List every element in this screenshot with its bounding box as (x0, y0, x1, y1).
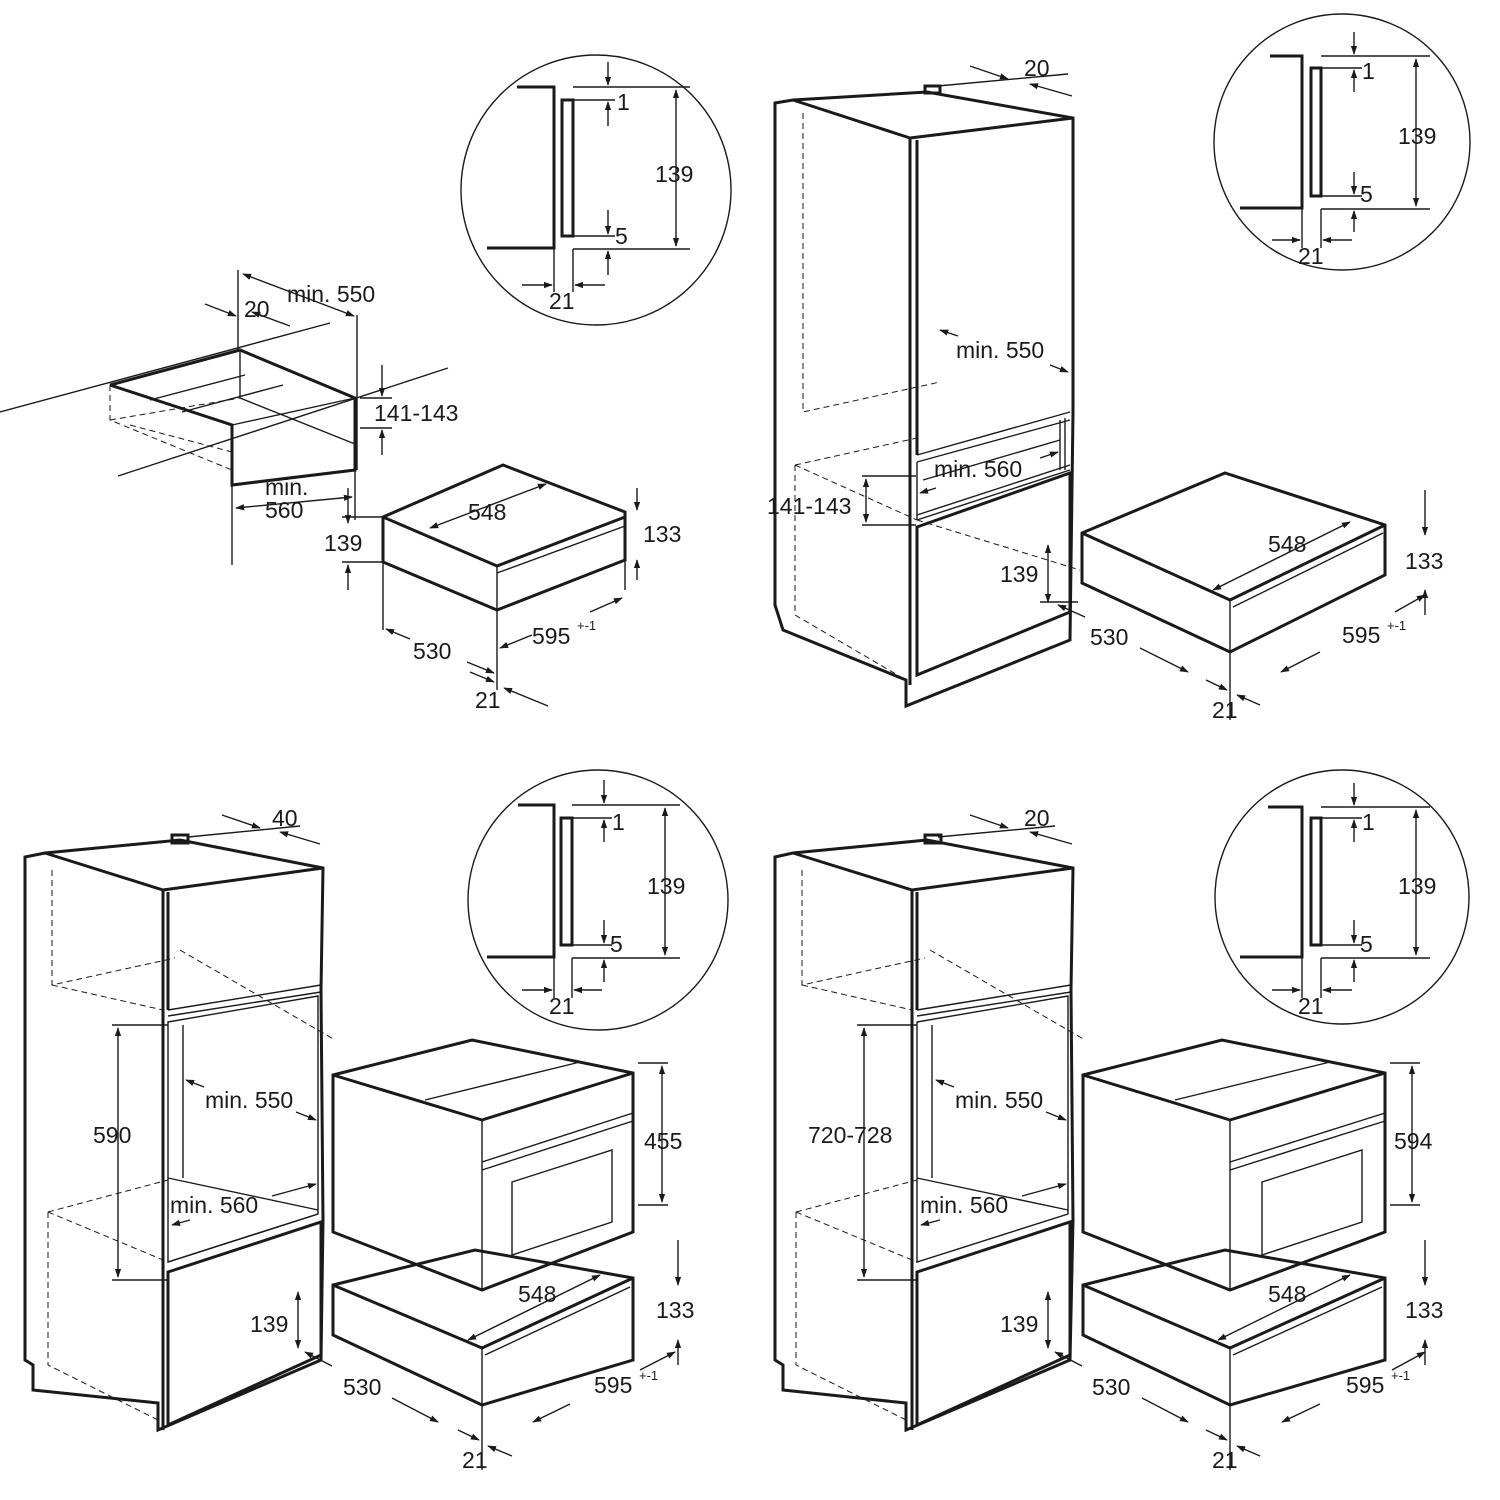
panel-tall-unit-drawer: 20 min. 550 min. 560 141-143 548 139 133… (767, 55, 1443, 723)
dim-139: 139 (1000, 561, 1038, 587)
detail-dim-21: 21 (1298, 993, 1324, 1019)
dim-21: 21 (1212, 697, 1238, 723)
dim-560: 560 (265, 497, 303, 523)
dim-720-728: 720-728 (808, 1122, 892, 1148)
dim-595: 595 (1346, 1372, 1384, 1398)
detail-dim-139: 139 (647, 873, 685, 899)
panel-oven-594: 20 720-728 min. 550 min. 560 594 548 139 (773, 805, 1443, 1473)
dim-133: 133 (1405, 1297, 1443, 1323)
dim-min-550: min. 550 (287, 281, 375, 307)
detail-dim-139: 139 (1398, 123, 1436, 149)
panel-worktop-niche: min. 550 20 141-143 min. 560 548 139 133 (0, 270, 681, 713)
detail-circle-1: 1 139 5 21 (460, 54, 732, 326)
dim-139: 139 (250, 1311, 288, 1337)
detail-dim-1: 1 (617, 89, 630, 115)
dim-530: 530 (1092, 1374, 1130, 1400)
dim-139: 139 (324, 530, 362, 556)
dim-20: 20 (244, 296, 270, 322)
detail-dim-5: 5 (1360, 931, 1373, 957)
detail-dim-1: 1 (1362, 58, 1375, 84)
detail-dim-21: 21 (1298, 243, 1324, 269)
dim-133: 133 (1405, 548, 1443, 574)
dim-20: 20 (1024, 805, 1050, 831)
dim-595-tolerance: +-1 (1387, 618, 1406, 633)
dim-min: min. (265, 474, 308, 500)
detail-circle-3: 1 139 5 21 (467, 769, 729, 1031)
dim-139: 139 (1000, 1311, 1038, 1337)
dim-595: 595 (1342, 622, 1380, 648)
detail-circle-4: 1 139 5 21 (1214, 769, 1470, 1025)
detail-dim-1: 1 (612, 809, 625, 835)
dim-455: 455 (644, 1128, 682, 1154)
detail-dim-21: 21 (549, 993, 575, 1019)
dim-21: 21 (475, 687, 501, 713)
dim-21: 21 (1212, 1447, 1238, 1473)
detail-dim-21: 21 (549, 288, 575, 314)
detail-dim-139: 139 (655, 161, 693, 187)
dim-min-550: min. 550 (205, 1087, 293, 1113)
dim-20: 20 (1024, 55, 1050, 81)
panel-compact-oven-455: 40 590 min. 550 min. 560 455 548 139 (23, 805, 694, 1473)
dim-595: 595 (532, 623, 570, 649)
dim-141-143: 141-143 (374, 400, 458, 426)
dim-595-tolerance: +-1 (1391, 1368, 1410, 1383)
dim-40: 40 (272, 805, 298, 831)
detail-dim-5: 5 (610, 931, 623, 957)
dim-548: 548 (1268, 1281, 1306, 1307)
detail-dim-1: 1 (1362, 809, 1375, 835)
dim-min-560: min. 560 (934, 456, 1022, 482)
detail-circle-2: 1 139 5 21 (1213, 13, 1471, 271)
dim-548: 548 (468, 499, 506, 525)
dim-133: 133 (643, 521, 681, 547)
detail-dim-5: 5 (1360, 181, 1373, 207)
detail-dim-139: 139 (1398, 873, 1436, 899)
dim-min-560: min. 560 (920, 1192, 1008, 1218)
dim-133: 133 (656, 1297, 694, 1323)
dim-590: 590 (93, 1122, 131, 1148)
dim-548: 548 (518, 1281, 556, 1307)
dim-21: 21 (462, 1447, 488, 1473)
detail-dim-5: 5 (615, 223, 628, 249)
dim-548: 548 (1268, 531, 1306, 557)
dim-530: 530 (413, 638, 451, 664)
dim-595: 595 (594, 1372, 632, 1398)
dim-min-550: min. 550 (955, 1087, 1043, 1113)
dim-595-tolerance: +-1 (577, 618, 596, 633)
dim-530: 530 (343, 1374, 381, 1400)
dim-595-tolerance: +-1 (639, 1368, 658, 1383)
dim-141-143: 141-143 (767, 493, 851, 519)
dim-594: 594 (1394, 1128, 1433, 1154)
dim-min-550: min. 550 (956, 337, 1044, 363)
dim-min-560: min. 560 (170, 1192, 258, 1218)
dim-530: 530 (1090, 624, 1128, 650)
